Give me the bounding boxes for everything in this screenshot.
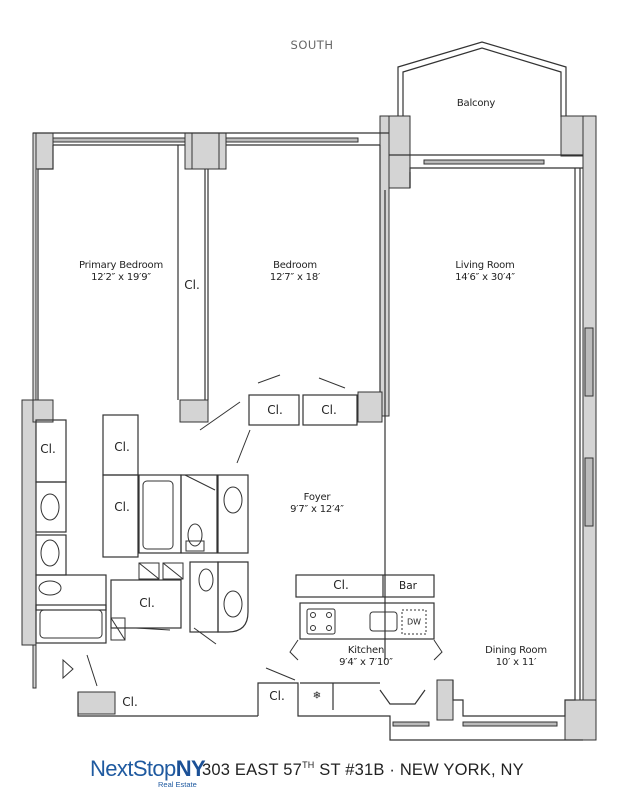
property-address: 303 EAST 57TH ST #31B · NEW YORK, NY [202,760,524,780]
room-balcony: Balcony [457,98,495,110]
closet-label: Cl. [114,500,130,515]
room-bedroom: Bedroom 12′7″ x 18′ [270,260,320,283]
room-kitchen: Kitchen 9′4″ x 7′10″ [339,645,393,668]
room-dimensions: 9′7″ x 12′4″ [290,503,344,515]
balcony-outline [397,41,567,119]
room-dining-room: Dining Room 10′ x 11′ [485,645,547,668]
room-name: Primary Bedroom [78,260,164,271]
closet-label: Cl. [139,596,155,611]
brand-logo: NextStopNY [90,756,206,782]
address-rest: ST #31B · NEW YORK, NY [314,761,524,779]
room-dimensions: 14′6″ x 30′4″ [455,271,515,283]
room-primary-bedroom: Primary Bedroom 12′2″ x 19′9″ [79,260,163,283]
room-dimensions: 12′7″ x 18′ [269,271,321,283]
closet-label: Cl. [184,278,200,293]
room-name: Living Room [455,260,515,271]
closet-label: Cl. [122,695,138,710]
closet-label: Cl. [333,578,349,593]
dishwasher-label: DW [406,617,422,627]
room-name: Balcony [456,98,496,109]
closet-label: Cl. [267,403,283,418]
bar-label: Bar [399,579,417,592]
closet-label: Cl. [40,442,56,457]
room-name: Bedroom [273,260,317,271]
room-dimensions: 10′ x 11′ [495,656,537,668]
brand-bold: NY [175,756,206,781]
brand-subtitle: Real Estate [158,780,197,789]
closet-label: Cl. [114,440,130,455]
room-name: Kitchen [347,645,385,656]
room-name: Foyer [303,492,331,503]
address-street: 303 EAST 57 [202,761,303,779]
footer: NextStopNY Real Estate 303 EAST 57TH ST … [0,752,623,792]
room-living-room: Living Room 14′6″ x 30′4″ [455,260,515,283]
room-dimensions: 12′2″ x 19′9″ [91,271,151,283]
room-foyer: Foyer 9′7″ x 12′4″ [290,492,344,515]
closet-label: Cl. [321,403,337,418]
room-dimensions: 9′4″ x 7′10″ [339,656,393,668]
brand-main: NextStop [90,756,176,781]
refrigerator-icon: ❄ [312,690,322,702]
closet-label: Cl. [269,689,285,704]
orientation-label: SOUTH [290,38,334,52]
address-suffix: TH [302,760,315,770]
room-name: Dining Room [485,645,547,656]
